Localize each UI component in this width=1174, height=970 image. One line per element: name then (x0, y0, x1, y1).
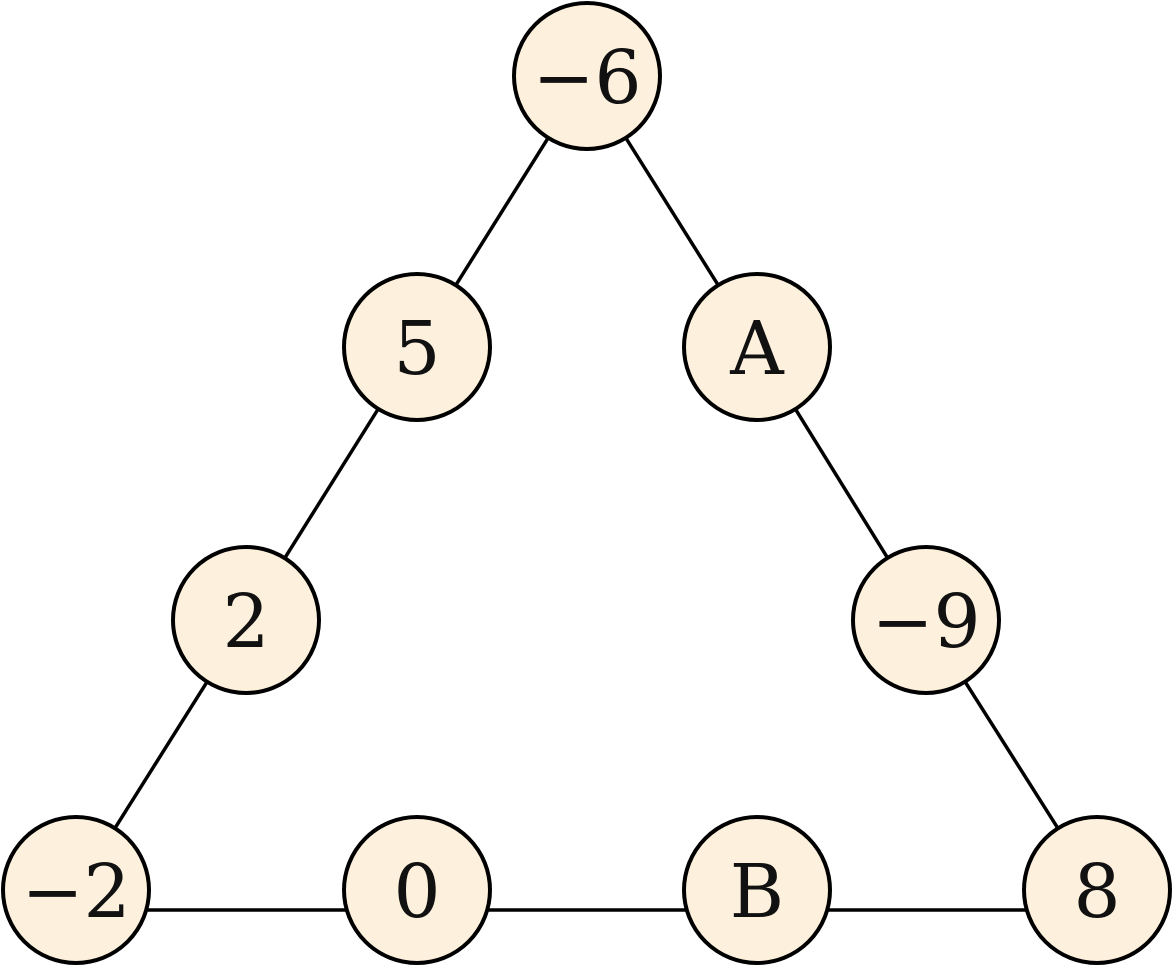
node-label: −9 (871, 579, 980, 665)
node-circle (1, 815, 151, 965)
node-bottom-right: 8 (1022, 815, 1172, 965)
node-label: 0 (393, 849, 440, 935)
node-bottom-1: 0 (342, 815, 492, 965)
node-label: −2 (21, 849, 130, 935)
node-label: A (729, 306, 785, 392)
node-left-2: 2 (171, 545, 321, 695)
node-label: 8 (1073, 849, 1120, 935)
node-bottom-left: −2 (1, 815, 151, 965)
node-top: −6 (512, 1, 662, 151)
node-circle (682, 272, 832, 422)
node-label: 2 (222, 579, 269, 665)
node-circle (512, 1, 662, 151)
node-circle (171, 545, 321, 695)
node-label: B (730, 849, 784, 935)
node-right-1: A (682, 272, 832, 422)
node-right-2: −9 (851, 545, 1001, 695)
node-bottom-2: B (682, 815, 832, 965)
node-left-1: 5 (342, 272, 492, 422)
node-circle (342, 272, 492, 422)
edges (74, 75, 1099, 912)
node-circle (1022, 815, 1172, 965)
node-circle (682, 815, 832, 965)
node-circle (342, 815, 492, 965)
node-label: 5 (393, 306, 440, 392)
node-label: −6 (532, 35, 641, 121)
node-circle (851, 545, 1001, 695)
